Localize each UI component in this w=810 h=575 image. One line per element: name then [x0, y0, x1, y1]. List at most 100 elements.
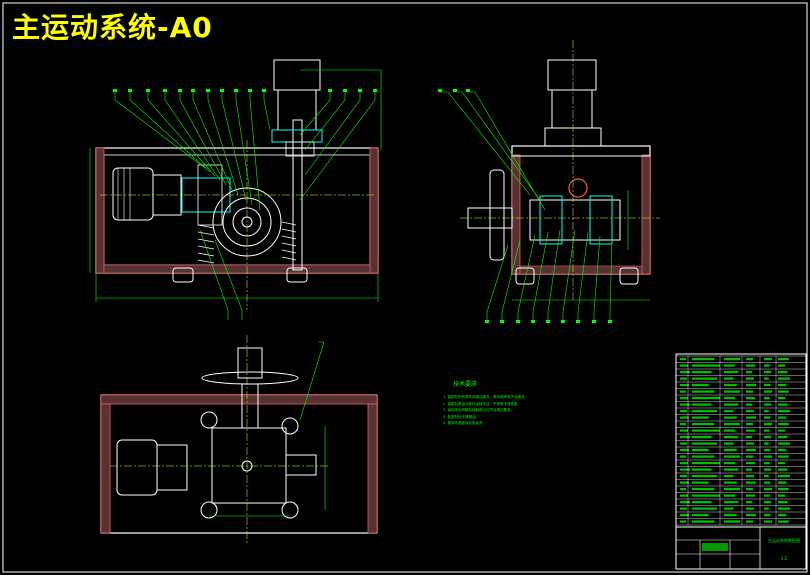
parts-list-cell-text: [778, 500, 788, 504]
parts-list-cell-text: [680, 396, 688, 400]
top-bolt-tr: [281, 417, 299, 435]
top-bolt-tl: [200, 411, 218, 429]
front-top-gear: [285, 141, 315, 157]
parts-list-cell-text: [764, 500, 772, 504]
parts-list-cell-text: [680, 494, 688, 497]
parts-list-cell-text: [724, 403, 739, 406]
parts-list-cell-text: [724, 357, 740, 361]
parts-list-cell-text: [746, 481, 756, 484]
top-wall-left: [100, 403, 111, 534]
parts-list-cell-text: [778, 383, 787, 387]
drawing-title: 主运动系统-A0: [12, 11, 213, 44]
parts-list-cell-text: [692, 500, 712, 504]
parts-list-cell-text: [692, 429, 720, 432]
parts-list-cell-text: [764, 468, 772, 471]
parts-list-cell-text: [724, 500, 739, 504]
front-top-housing: [273, 59, 321, 91]
parts-list-cell-text: [764, 357, 772, 361]
parts-list-cell-text: [680, 422, 686, 426]
front-leader-lines: [114, 69, 382, 320]
parts-list-cell-text: [680, 481, 689, 484]
parts-list-cell-text: [680, 377, 687, 380]
parts-list-cell-text: [764, 429, 770, 432]
side-foot-right: [619, 267, 639, 285]
parts-list-cell-text: [778, 494, 786, 497]
parts-list-cell-text: [724, 390, 740, 393]
title-block-frame: [675, 526, 807, 570]
top-shaft-stem: [241, 383, 259, 429]
parts-list-cell-text: [746, 461, 755, 465]
parts-list-cell-text: [746, 409, 754, 413]
side-top-housing: [547, 59, 597, 91]
front-right-spring: [281, 221, 297, 261]
parts-list-cell-text: [680, 513, 689, 517]
parts-list-cell-text: [746, 494, 755, 497]
parts-list-cell-text: [692, 377, 718, 380]
parts-list-cell-text: [764, 403, 772, 406]
parts-list-cell-text: [746, 364, 755, 367]
parts-list-cell-text: [778, 377, 790, 380]
parts-list-cell-text: [778, 520, 789, 523]
parts-list-cell-text: [724, 429, 736, 432]
side-gear-left: [539, 195, 563, 245]
parts-list-cell-text: [724, 416, 737, 419]
parts-list-cell-text: [764, 507, 769, 510]
parts-list-cell-text: [692, 455, 715, 458]
parts-list-cell-text: [746, 422, 753, 426]
top-side-shaft: [285, 454, 317, 476]
top-motor-body: [116, 439, 158, 496]
parts-list-cell-text: [746, 416, 756, 419]
side-pulley: [489, 169, 505, 261]
parts-list-cell-text: [724, 474, 734, 478]
parts-list-cell-text: [778, 455, 789, 458]
parts-list-cell-text: [746, 396, 755, 400]
parts-list-cell-text: [724, 468, 739, 471]
top-housing-outer: [100, 394, 378, 534]
parts-list-frame: [675, 353, 807, 570]
parts-list-cell-text: [680, 383, 689, 387]
parts-list-cell-text: [764, 416, 771, 419]
parts-list-cell-text: [692, 364, 720, 367]
parts-list-cell-text: [680, 442, 687, 445]
parts-list-cell-text: [778, 442, 790, 445]
parts-list-cell-text: [724, 396, 736, 400]
parts-list-cell-text: [764, 370, 772, 374]
parts-list-cell-text: [764, 377, 769, 380]
parts-list-cell-text: [724, 383, 737, 387]
parts-list-cell-text: [692, 390, 715, 393]
side-wall-bottom: [519, 265, 643, 275]
parts-list-cell-text: [746, 377, 754, 380]
parts-list-cell-text: [680, 448, 689, 452]
top-central-box: [211, 427, 287, 504]
side-foot-left: [515, 267, 535, 285]
parts-list-cell-text: [746, 520, 753, 523]
parts-list-cell-text: [778, 357, 789, 361]
parts-list-cell-text: [778, 513, 787, 517]
parts-list-cell-text: [778, 474, 790, 478]
parts-list-cell-text: [680, 370, 690, 374]
parts-list-cell-text: [746, 507, 754, 510]
side-wall-right: [641, 154, 651, 275]
front-foot-right: [286, 267, 308, 283]
top-bolt-bl: [200, 501, 218, 519]
top-leader: [299, 341, 325, 421]
parts-list-cell-text: [778, 435, 788, 439]
parts-list-cell-text: [680, 500, 690, 504]
side-gear-right: [589, 195, 613, 245]
front-foot-left: [172, 267, 194, 283]
parts-list-cell-text: [680, 455, 686, 458]
parts-list-cell-text: [680, 474, 687, 478]
front-top-motor: [277, 89, 317, 131]
front-view: [89, 59, 382, 320]
parts-list-cell-text: [692, 357, 715, 361]
side-bevel-gear: [568, 178, 588, 198]
parts-list-cell-text: [764, 396, 770, 400]
side-shaft-assembly: [529, 199, 621, 241]
parts-list-cell-text: [764, 383, 771, 387]
parts-list-cell-text: [724, 487, 740, 491]
technical-note: 4. 各密封处不得漏油。: [443, 414, 479, 419]
parts-list-cell-text: [692, 461, 720, 465]
parts-list-cell-text: [778, 507, 790, 510]
parts-list-cell-text: [692, 507, 718, 510]
side-view: [438, 40, 660, 323]
